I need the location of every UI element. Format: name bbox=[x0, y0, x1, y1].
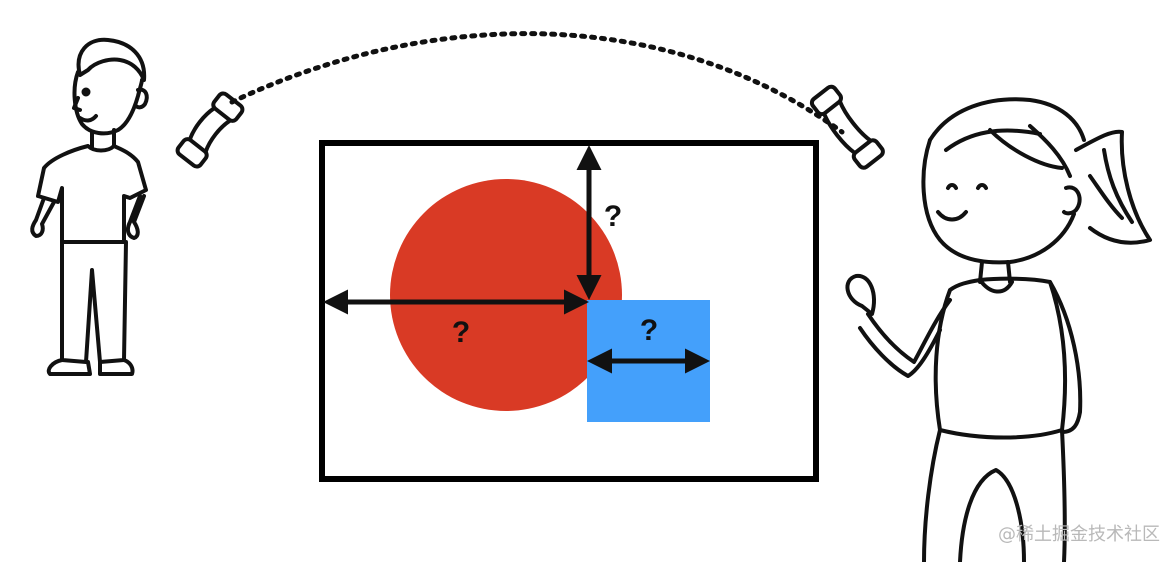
right-phone-icon bbox=[809, 84, 885, 170]
watermark-text: @稀土掘金技术社区 bbox=[998, 524, 1160, 545]
left-distance-label: ? bbox=[452, 316, 470, 349]
woman-figure bbox=[845, 97, 1152, 562]
top-distance-label: ? bbox=[604, 200, 622, 233]
square-width-label: ? bbox=[640, 314, 658, 347]
call-connection-line bbox=[229, 31, 845, 135]
man-figure bbox=[30, 37, 149, 376]
